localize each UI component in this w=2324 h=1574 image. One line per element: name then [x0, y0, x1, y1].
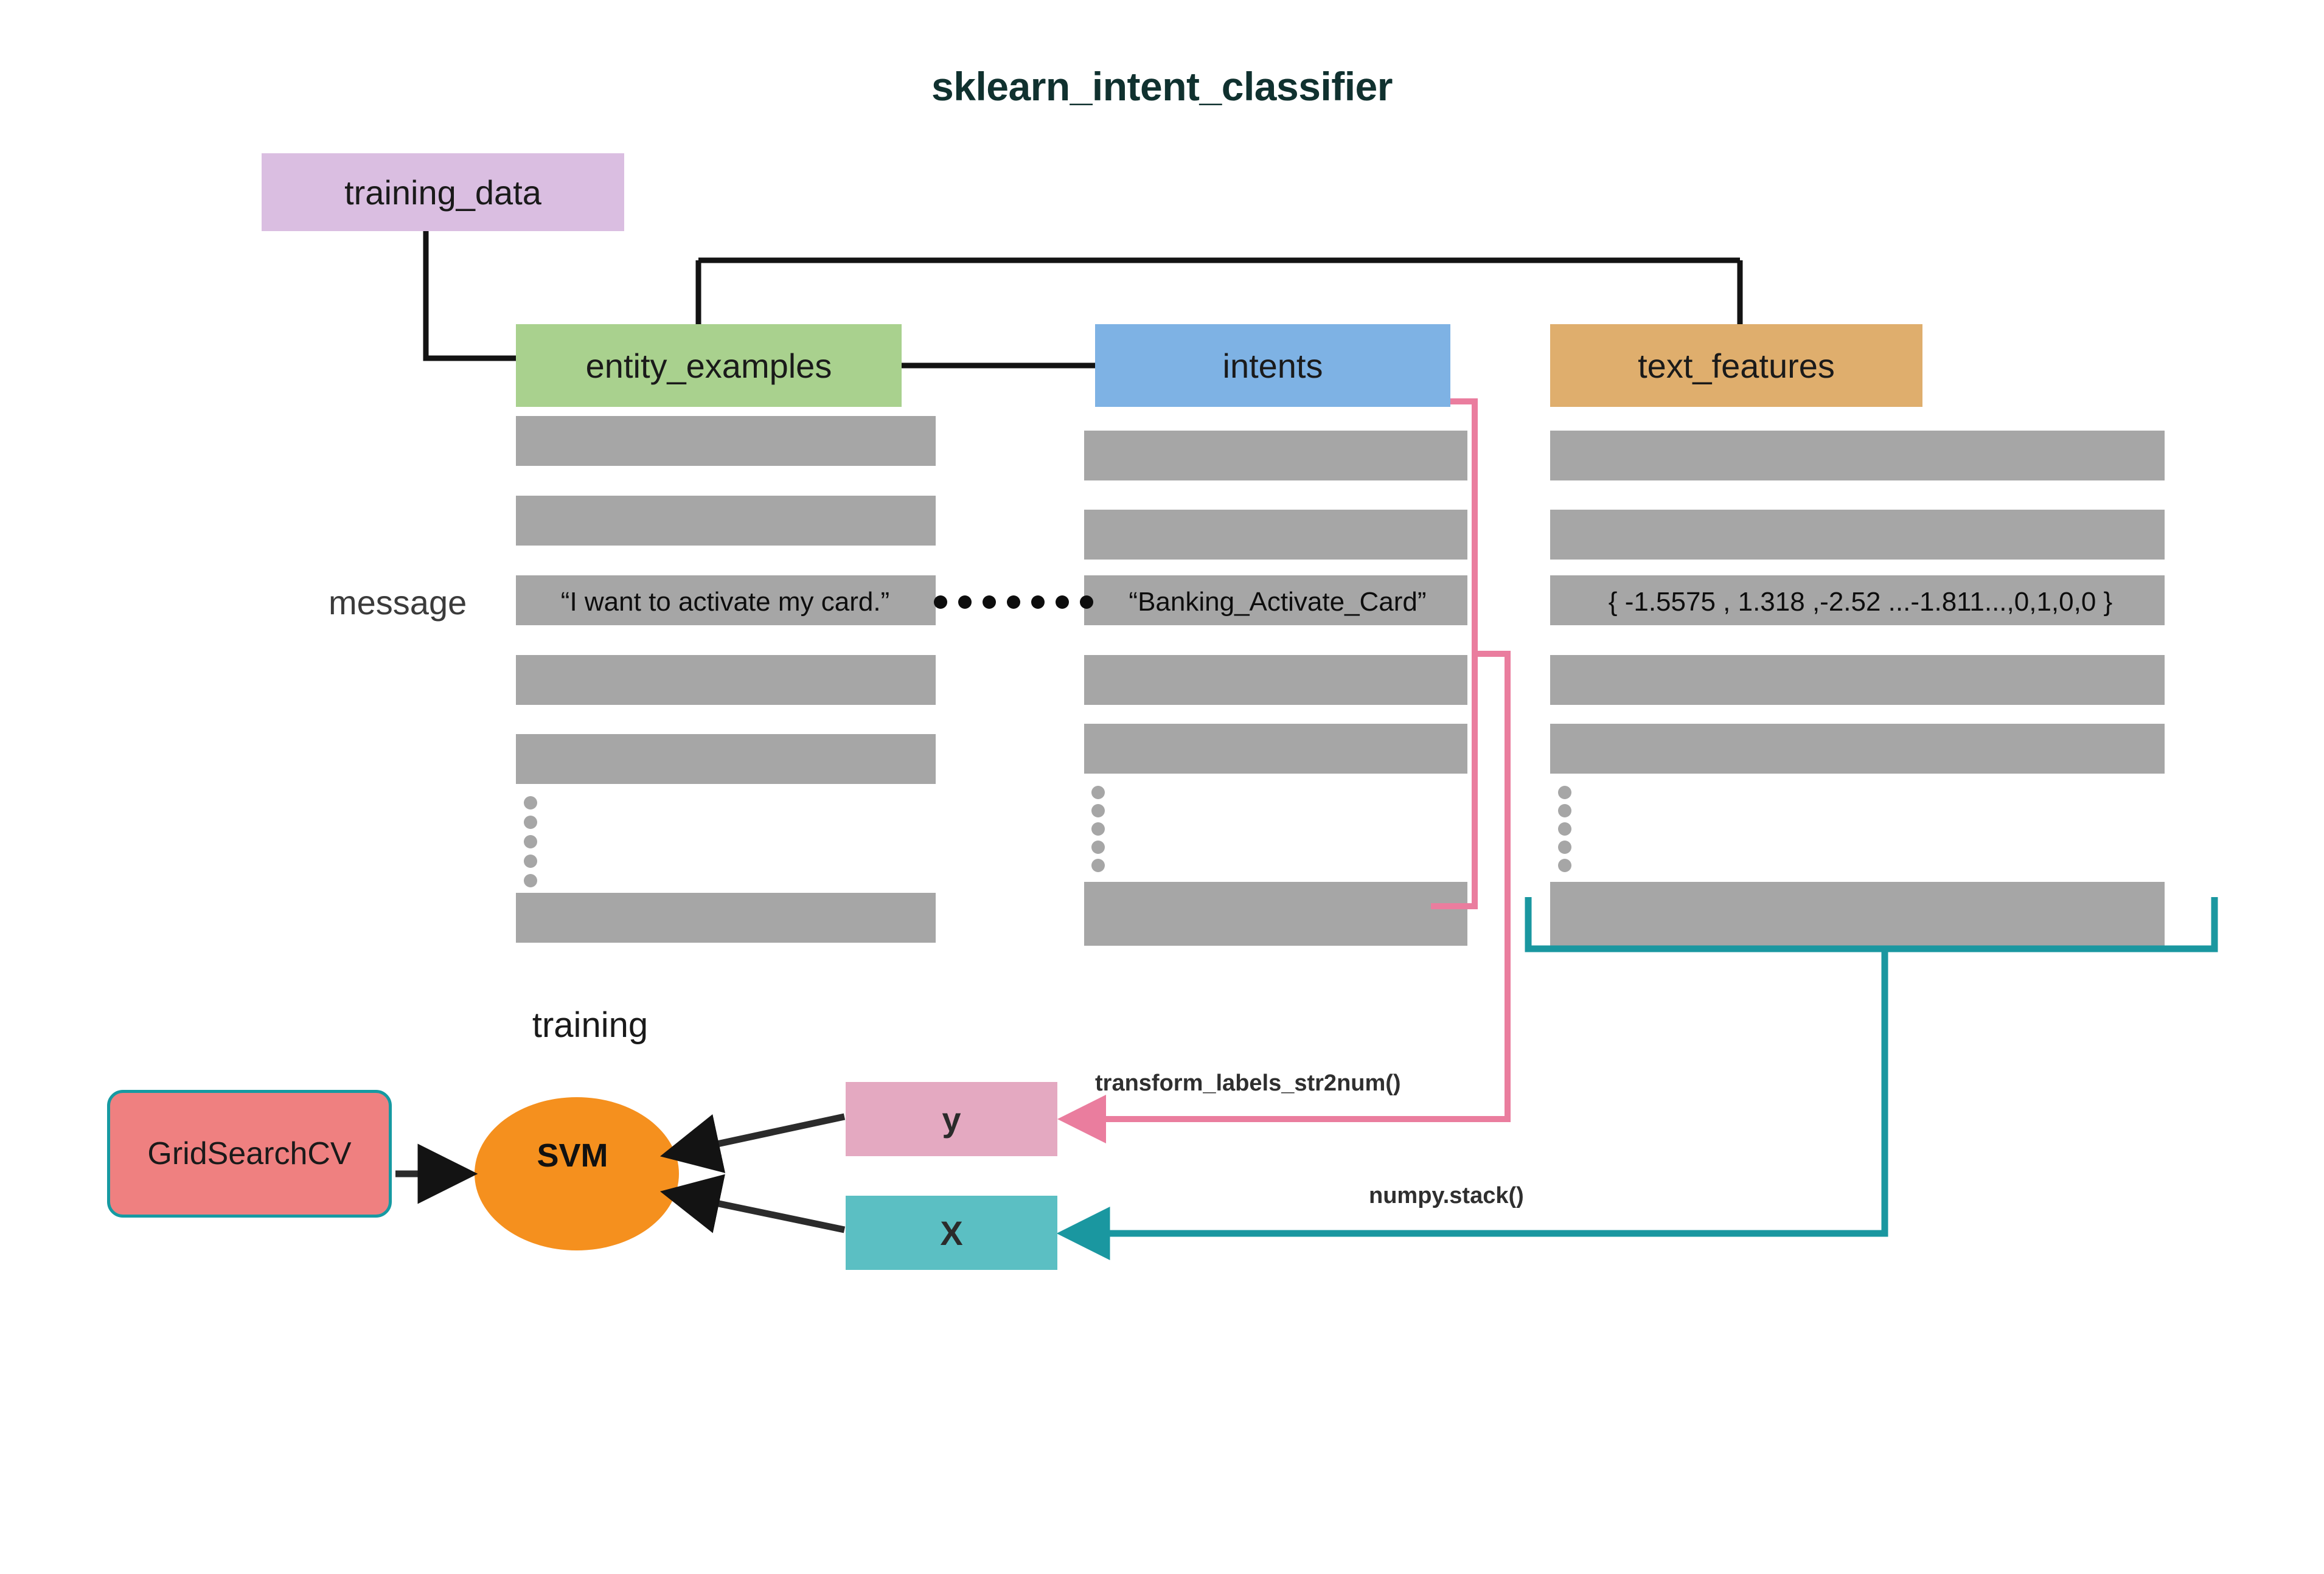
table-row — [1084, 724, 1467, 774]
table-row — [1550, 655, 2165, 705]
teal-line-to-x — [1056, 949, 1888, 1260]
node-x[interactable]: X — [846, 1196, 1057, 1270]
table-row — [516, 575, 936, 625]
node-text-features[interactable]: text_features — [1550, 324, 1922, 407]
dotted-link-message-to-intent — [934, 595, 1093, 609]
node-intents[interactable]: intents — [1095, 324, 1450, 407]
node-entity-examples[interactable]: entity_examples — [516, 324, 902, 407]
table-row — [1550, 510, 2165, 560]
node-gridsearchcv[interactable]: GridSearchCV — [107, 1090, 392, 1218]
arrow-x-to-svm — [659, 1174, 846, 1233]
svm-ellipse — [475, 1097, 679, 1250]
tree-connectors — [423, 231, 1743, 369]
table-row — [1550, 431, 2165, 480]
column-ellipsis-entity-examples — [524, 796, 537, 887]
table-row — [1550, 882, 2165, 946]
column-rows-entity-examples — [516, 416, 936, 943]
edge-label-transform-labels: transform_labels_str2num() — [1095, 1070, 1401, 1096]
svm-input-arrows — [395, 1113, 846, 1233]
column-rows-intents — [1084, 431, 1467, 946]
table-row — [516, 893, 936, 943]
table-row — [1084, 575, 1467, 625]
pink-connector-path — [1057, 398, 1511, 1143]
connector-training-to-entity — [423, 231, 518, 361]
node-training-data[interactable]: training_data — [262, 153, 624, 231]
table-row — [516, 655, 936, 705]
arrow-y-to-svm — [659, 1113, 846, 1173]
page-title: sklearn_intent_classifier — [931, 64, 1393, 109]
table-row — [1084, 655, 1467, 705]
edge-label-numpy-stack: numpy.stack() — [1369, 1183, 1524, 1208]
table-row — [1084, 882, 1467, 946]
column-ellipsis-intents — [1091, 786, 1105, 872]
pink-line-to-y — [1057, 651, 1511, 1143]
table-row — [516, 416, 936, 466]
column-ellipsis-text-features — [1558, 786, 1571, 872]
table-row — [516, 734, 936, 784]
table-row — [1550, 724, 2165, 774]
node-y[interactable]: y — [846, 1082, 1057, 1156]
label-training: training — [532, 1005, 649, 1045]
table-row — [1550, 575, 2165, 625]
row-label-message: message — [329, 583, 467, 622]
node-svm-label[interactable]: SVM — [537, 1137, 608, 1174]
table-row — [1084, 510, 1467, 560]
teal-bracket-textfeatures — [1525, 897, 2218, 952]
column-rows-text-features — [1550, 431, 2165, 946]
table-row — [516, 496, 936, 546]
teal-connector-path — [1056, 897, 2218, 1260]
table-row — [1084, 431, 1467, 480]
